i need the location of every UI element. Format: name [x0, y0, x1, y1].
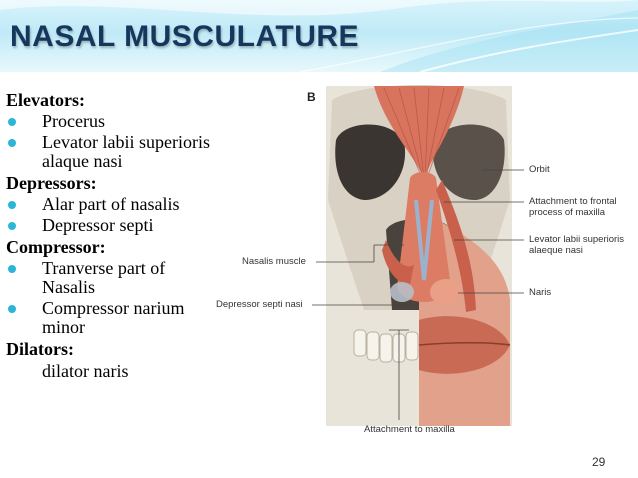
anatomy-figure: B Orbit Attachment to frontal process of… [214, 80, 634, 440]
label-attachment-frontal: Attachment to frontal process of maxilla [529, 196, 617, 218]
list-item: Depressor septi [6, 216, 216, 235]
section-heading-depressors: Depressors: [6, 173, 97, 193]
label-naris: Naris [529, 287, 552, 298]
muscle-list: Elevators: Procerus Levator labii superi… [6, 90, 216, 384]
list-item: Levator labii superioris alaque nasi [6, 133, 216, 171]
bullet-icon [8, 201, 16, 209]
bullet-icon [8, 139, 16, 147]
section-heading-elevators: Elevators: [6, 90, 85, 110]
list-item: Tranverse part of Nasalis [6, 259, 216, 297]
list-item: Procerus [6, 112, 216, 131]
page-number: 29 [592, 455, 606, 469]
bullet-icon [8, 222, 16, 230]
bullet-icon [8, 118, 16, 126]
list-item: Compressor narium minor [6, 299, 216, 337]
label-attachment-maxilla: Attachment to maxilla [364, 424, 455, 435]
label-levator: Levator labii superioris alaeque nasi [529, 234, 625, 256]
bullet-icon [8, 265, 16, 273]
label-orbit: Orbit [529, 164, 550, 175]
label-nasalis: Nasalis muscle [242, 256, 306, 267]
label-depressor: Depressor septi nasi [216, 299, 303, 310]
section-heading-compressor: Compressor: [6, 237, 106, 257]
bullet-icon [8, 305, 16, 313]
header-band: NASAL MUSCULATURE [0, 0, 638, 72]
nasal-anatomy-illustration [312, 85, 524, 426]
section-heading-dilators: Dilators: [6, 339, 74, 359]
slide-title: NASAL MUSCULATURE [10, 20, 360, 53]
panel-letter: B [307, 90, 316, 104]
header-wave-decoration [0, 0, 638, 72]
list-item: Alar part of nasalis [6, 195, 216, 214]
list-item: dilator naris [42, 361, 129, 381]
